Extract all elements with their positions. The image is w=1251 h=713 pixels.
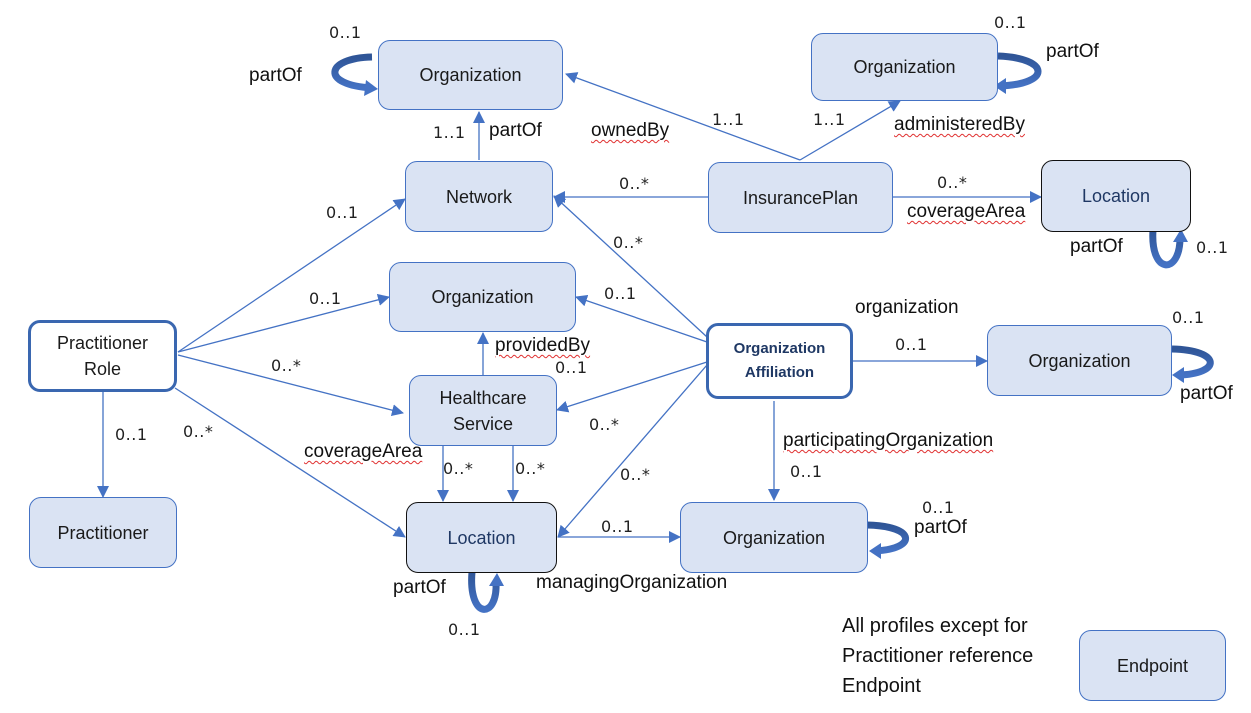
node-endpoint[interactable]: Endpoint	[1079, 630, 1226, 701]
label-participatingorganization: participatingOrganization	[783, 430, 994, 451]
node-healthcare-service[interactable]: Healthcare Service	[409, 375, 557, 446]
multiplicity-practitionerrole-practitioner: 0..1	[115, 425, 148, 444]
endpoint-note: All profiles except for Practitioner ref…	[842, 611, 1033, 701]
edge-practitionerrole-network	[177, 198, 406, 353]
label-location-bottom-partof: partOf	[393, 577, 446, 598]
node-label: Organization Affiliation	[733, 340, 826, 381]
edge-practitionerrole-location	[174, 387, 406, 538]
node-organization-right[interactable]: Organization	[987, 325, 1172, 396]
multiplicity-orgaffiliation-organization: 0..1	[895, 335, 928, 354]
label-administeredby: administeredBy	[894, 114, 1025, 135]
multiplicity-practitionerrole-healthcareservice: 0..*	[271, 356, 302, 375]
multiplicity-orgaffiliation-network: 0..*	[613, 233, 644, 252]
edge-orgaffiliation-org	[575, 294, 708, 343]
multiplicity-location-bottom-partof: 0..1	[448, 620, 481, 639]
selfloop-org-top	[331, 53, 378, 96]
selfloop-org-topright	[994, 52, 1042, 94]
multiplicity-participatingorganization: 0..1	[790, 462, 823, 481]
node-label: Location	[1081, 186, 1151, 206]
multiplicity-orgaffiliation-healthcareservice: 0..*	[589, 415, 620, 434]
node-organization-mid[interactable]: Organization	[389, 262, 576, 332]
node-insurance-plan[interactable]: InsurancePlan	[708, 162, 893, 233]
label-org-right-partof: partOf	[1180, 383, 1233, 404]
multiplicity-orgaffiliation-org: 0..1	[604, 284, 637, 303]
label-org-topright-partof: partOf	[1046, 41, 1099, 62]
node-label: Healthcare Service	[439, 387, 527, 434]
node-location-right[interactable]: Location	[1041, 160, 1191, 232]
node-label: Organization	[722, 527, 826, 548]
node-label: Organization	[853, 57, 956, 77]
node-organization-bottom[interactable]: Organization	[680, 502, 868, 573]
node-label: Organization	[1028, 350, 1131, 371]
node-label: Practitioner	[57, 522, 149, 543]
multiplicity-network-partof: 1..1	[433, 123, 466, 142]
node-label: Network	[445, 186, 512, 207]
label-insuranceplan-coveragearea: coverageArea	[907, 201, 1026, 222]
multiplicity-practitionerrole-org: 0..1	[309, 289, 342, 308]
label-org-top-partof: partOf	[249, 65, 302, 86]
node-label: Practitioner Role	[56, 333, 149, 379]
node-network[interactable]: Network	[405, 161, 553, 232]
label-ownedby: ownedBy	[591, 120, 670, 141]
multiplicity-practitionerrole-network: 0..1	[326, 203, 359, 222]
node-organization-topright[interactable]: Organization	[811, 33, 998, 101]
node-label: Location	[447, 527, 516, 548]
multiplicity-insuranceplan-network: 0..*	[619, 174, 650, 193]
multiplicity-org-bottom-partof: 0..1	[922, 498, 955, 517]
label-managingorganization: managingOrganization	[536, 572, 728, 593]
selfloop-org-right	[1171, 345, 1214, 383]
multiplicity-practitionerrole-location: 0..*	[183, 422, 214, 441]
node-organization-affiliation[interactable]: Organization Affiliation	[706, 323, 853, 399]
node-label: Endpoint	[1116, 655, 1189, 676]
multiplicity-insuranceplan-coveragearea: 0..*	[937, 173, 968, 192]
multiplicity-providedby: 0..1	[555, 358, 588, 377]
edge-orgaffiliation-healthcareservice	[556, 361, 708, 413]
multiplicity-healthcareservice-location: 0..*	[515, 459, 546, 478]
multiplicity-ownedby: 1..1	[712, 110, 745, 129]
note-line: Endpoint	[842, 675, 921, 697]
label-location-right-partof: partOf	[1070, 236, 1123, 257]
node-label: Organization	[419, 65, 522, 85]
multiplicity-org-right-partof: 0..1	[1172, 308, 1205, 327]
edge-orgaffiliation-network	[553, 195, 708, 338]
edge-practitionerrole-org	[177, 293, 390, 353]
label-orgaffiliation-organization: organization	[855, 297, 959, 318]
note-line: Practitioner reference	[842, 645, 1034, 667]
node-location-bottom[interactable]: Location	[406, 502, 557, 573]
multiplicity-managingorganization: 0..1	[601, 517, 634, 536]
label-org-bottom-partof: partOf	[914, 517, 967, 538]
node-organization-top[interactable]: Organization	[378, 40, 563, 110]
node-label: Organization	[431, 287, 534, 307]
node-label: InsurancePlan	[742, 187, 859, 208]
multiplicity-orgaffiliation-location: 0..*	[620, 465, 651, 484]
multiplicity-org-top-partof: 0..1	[329, 23, 362, 42]
label-healthcareservice-coveragearea: coverageArea	[304, 441, 423, 462]
multiplicity-location-right-partof: 0..1	[1196, 238, 1229, 257]
node-practitioner-role[interactable]: Practitioner Role	[28, 320, 177, 392]
selfloop-org-bottom	[866, 521, 909, 559]
node-practitioner[interactable]: Practitioner	[29, 497, 177, 568]
note-line: All profiles except for	[842, 615, 1028, 637]
edge-insuranceplan-administeredby	[799, 100, 901, 161]
edge-practitionerrole-healthcareservice	[177, 354, 404, 417]
multiplicity-healthcareservice-coveragearea: 0..*	[443, 459, 474, 478]
edge-orgaffiliation-location	[557, 364, 708, 538]
selfloop-location-right	[1149, 229, 1188, 269]
label-network-partof: partOf	[489, 120, 542, 141]
multiplicity-org-topright-partof: 0..1	[994, 13, 1027, 32]
edge-insuranceplan-ownedby	[565, 72, 801, 161]
selfloop-location-bottom	[468, 571, 504, 613]
label-providedby: providedBy	[495, 335, 591, 356]
multiplicity-administeredby: 1..1	[813, 110, 846, 129]
